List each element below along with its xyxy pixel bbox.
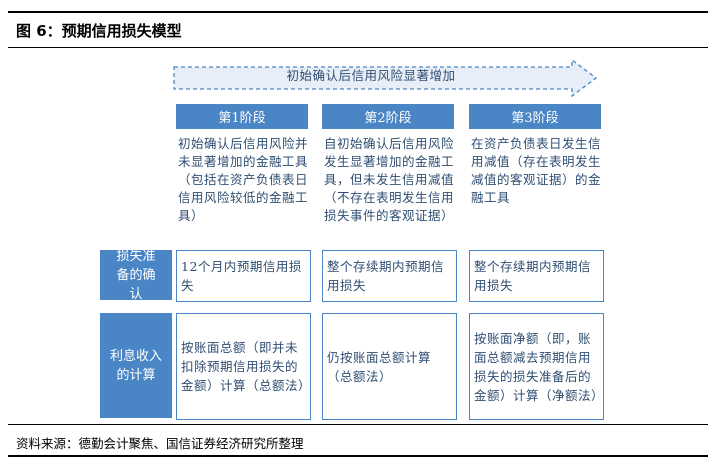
stage-3-description: 在资产负债表日发生信用减值（存在表明发生减值的客观证据）的金融工具 [471,136,602,205]
row-label-loss-allowance: 损失准备的确认 [100,249,172,302]
interest-income-stage-2: 仍按账面总额计算（总额法） [322,313,457,420]
loss-allowance-stage-3: 整个存续期内预期信用损失 [469,250,604,302]
timeline-arrow-label: 初始确认后信用风险显著增加 [286,68,456,83]
bottom-rule [8,455,708,457]
loss-allowance-stage-1-text: 12个月内预期信用损失 [181,259,302,293]
top-rule [8,11,708,13]
timeline-arrow [173,58,598,98]
source-note: 资料来源：德勤会计聚焦、国信证券经济研究所整理 [16,436,304,451]
row-label-interest-income: 利息收入的计算 [100,313,172,418]
interest-income-stage-3: 按账面净额（即，账面总额减去预期信用损失的损失准备后的金额）计算（净额法） [469,313,604,420]
stage-2-header: 第2阶段 [322,104,454,129]
interest-income-stage-1-text: 按账面总额（即并未扣除预期信用损失的金额）计算（总额法） [181,340,312,393]
source-rule [8,424,708,425]
loss-allowance-stage-1: 12个月内预期信用损失 [176,250,311,302]
loss-allowance-stage-2-text: 整个存续期内预期信用损失 [327,259,445,293]
interest-income-stage-2-text: 仍按账面总额计算（总额法） [327,349,432,384]
timeline-arrow-shape [173,58,598,98]
stage-1-description: 初始确认后信用风险并未显著增加的金融工具（包括在资产负债表日信用风险较低的金融工… [178,136,309,223]
stage-3-header: 第3阶段 [469,104,601,129]
title-rule [8,47,708,48]
stage-1-header: 第1阶段 [176,104,308,129]
interest-income-stage-1: 按账面总额（即并未扣除预期信用损失的金额）计算（总额法） [176,313,311,420]
figure-title: 图 6：预期信用损失模型 [16,22,182,40]
interest-income-stage-3-text: 按账面净额（即，账面总额减去预期信用损失的损失准备后的金额）计算（净额法） [474,330,605,403]
stage-2-description: 自初始确认后信用风险发生显著增加的金融工具，但未发生信用减值（不存在表明发生信用… [324,136,455,223]
row-label-loss-allowance-text: 损失准备的确认 [116,248,156,302]
loss-allowance-stage-3-text: 整个存续期内预期信用损失 [474,259,592,293]
row-label-interest-income-text: 利息收入的计算 [109,348,162,383]
loss-allowance-stage-2: 整个存续期内预期信用损失 [322,250,457,302]
